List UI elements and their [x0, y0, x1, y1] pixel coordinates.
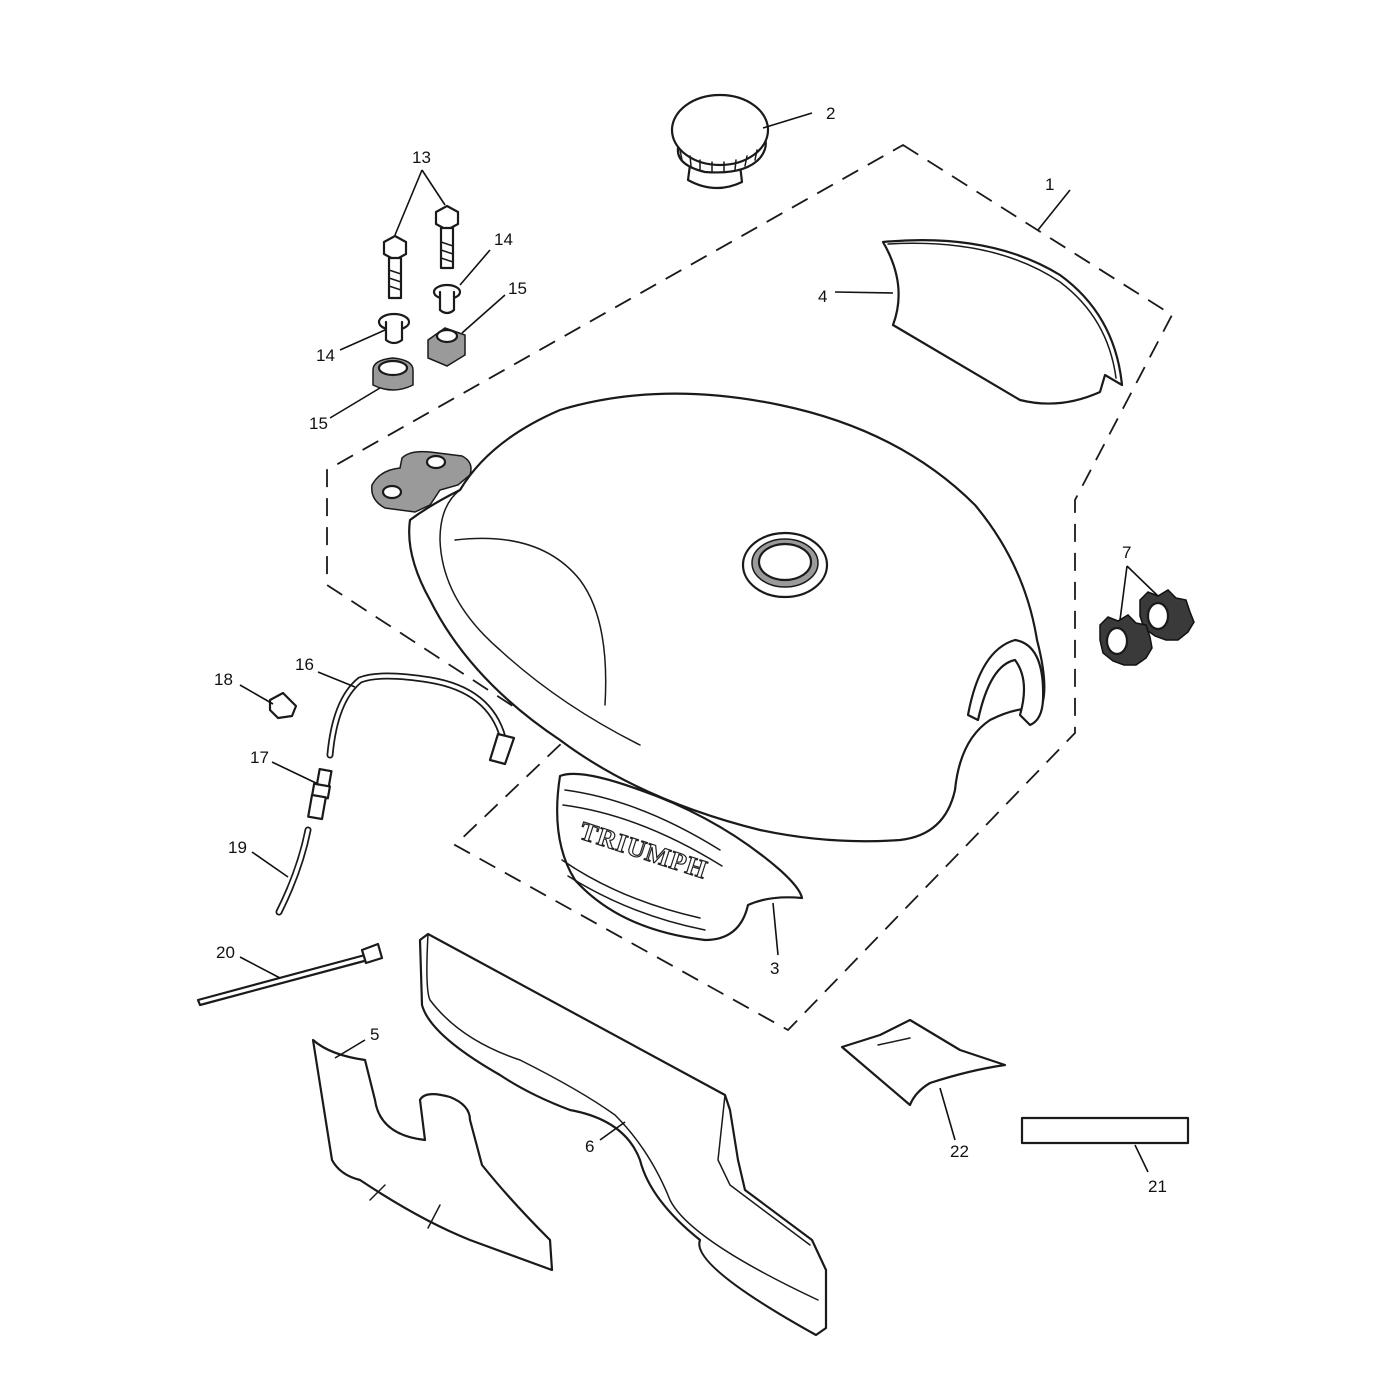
part-6-foam-pad[interactable]	[418, 932, 828, 1337]
callout-21: 21	[1148, 1177, 1167, 1196]
callout-17: 17	[250, 748, 269, 767]
part-7-grommets[interactable]	[1099, 589, 1195, 666]
callout-13: 13	[412, 148, 431, 167]
part-2-fuel-cap[interactable]	[670, 93, 770, 190]
leader-lines	[239, 112, 1159, 1173]
callout-4: 4	[818, 287, 827, 306]
part-21-label[interactable]	[1020, 1116, 1190, 1145]
part-22-decal[interactable]	[840, 1018, 1007, 1107]
callout-22: 22	[950, 1142, 969, 1161]
callout-1: 1	[1045, 175, 1054, 194]
callout-20: 20	[216, 943, 235, 962]
part-13-bolt-right[interactable]	[434, 204, 460, 270]
part-15-mount-upper[interactable]	[427, 327, 466, 367]
callout-15-upper: 15	[508, 279, 527, 298]
part-17-connector[interactable]	[307, 767, 333, 821]
callout-2: 2	[826, 104, 835, 123]
callout-labels: 1 2 3 4 5 6 7 13 14 14 15 15 16 17 18 19…	[214, 104, 1167, 1196]
callout-15-lower: 15	[309, 414, 328, 433]
part-19-pipe[interactable]	[275, 826, 312, 916]
callout-5: 5	[370, 1025, 379, 1044]
assembly-boundary	[326, 143, 1174, 1032]
part-13-bolt-left[interactable]	[382, 234, 408, 300]
part-15-mount-lower[interactable]	[372, 357, 414, 391]
callout-3: 3	[770, 959, 779, 978]
callout-16: 16	[295, 655, 314, 674]
part-16-hose[interactable]	[326, 672, 516, 766]
part-14-bush-upper[interactable]	[432, 283, 462, 315]
callout-18: 18	[214, 670, 233, 689]
part-20-cable-tie[interactable]	[196, 942, 384, 1007]
callout-6: 6	[585, 1137, 594, 1156]
part-3-badge[interactable]: TRIUMPH	[556, 772, 804, 942]
callout-14-lower: 14	[316, 346, 335, 365]
part-18-clip[interactable]	[268, 691, 298, 720]
part-5-heat-shield[interactable]	[311, 1038, 554, 1272]
callout-14-upper: 14	[494, 230, 513, 249]
part-4-panel[interactable]	[881, 239, 1124, 405]
part-14-bush-lower[interactable]	[377, 312, 411, 345]
fuel-tank-body[interactable]	[371, 392, 1046, 843]
callout-7: 7	[1122, 543, 1131, 562]
callout-19: 19	[228, 838, 247, 857]
